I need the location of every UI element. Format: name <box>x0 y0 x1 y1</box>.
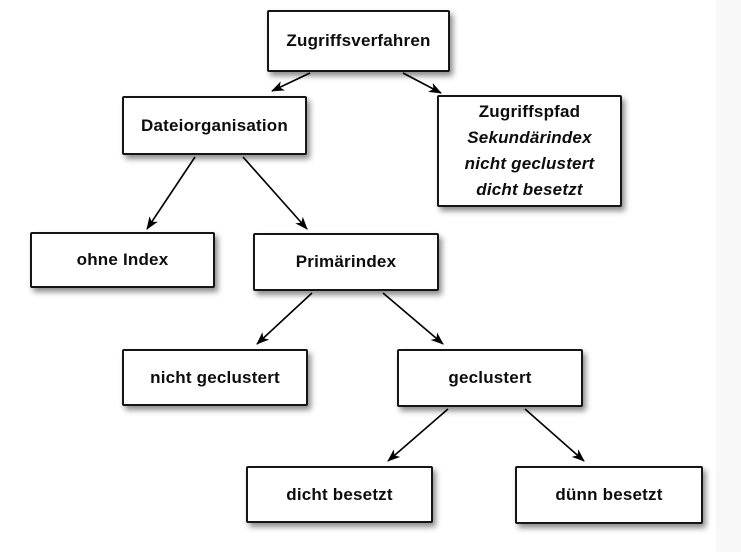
node-label: Zugriffsverfahren <box>286 31 431 50</box>
node-subline: nicht geclustert <box>464 154 595 173</box>
node-duenn-besetzt: dünn besetzt <box>515 466 703 524</box>
edge-primaerindex-nicht-geclustert <box>256 292 313 345</box>
node-zugriffspfad: Zugriffspfad Sekundärindex nicht geclust… <box>437 95 622 207</box>
node-label: Zugriffspfad <box>478 102 581 121</box>
page-right-edge <box>716 0 741 552</box>
node-geclustert: geclustert <box>397 349 583 407</box>
node-nicht-geclustert: nicht geclustert <box>122 349 308 406</box>
node-ohne-index: ohne Index <box>30 232 215 288</box>
node-zugriffsverfahren: Zugriffsverfahren <box>267 10 450 72</box>
node-label: Primärindex <box>295 252 397 271</box>
edge-geclustert-duenn-besetzt <box>524 408 585 462</box>
edge-zugriffsverfahren-zugriffspfad <box>402 72 442 94</box>
node-primaerindex: Primärindex <box>253 233 439 291</box>
node-dateiorganisation: Dateiorganisation <box>122 96 307 155</box>
edge-dateiorganisation-primaerindex <box>242 156 308 230</box>
node-label: nicht geclustert <box>150 367 280 387</box>
edge-geclustert-dicht-besetzt <box>387 408 449 462</box>
node-label: Dateiorganisation <box>141 115 288 135</box>
edge-dateiorganisation-ohne-index <box>146 156 196 230</box>
node-label: dicht besetzt <box>286 484 393 504</box>
node-label: ohne Index <box>76 250 169 269</box>
edge-zugriffsverfahren-dateiorganisation <box>271 72 311 92</box>
edge-primaerindex-geclustert <box>382 292 444 345</box>
node-dicht-besetzt: dicht besetzt <box>246 466 433 523</box>
node-label: dünn besetzt <box>555 485 663 504</box>
node-subline: Sekundärindex <box>467 128 592 147</box>
node-label: geclustert <box>448 368 532 387</box>
node-subline: dicht besetzt <box>476 180 583 199</box>
